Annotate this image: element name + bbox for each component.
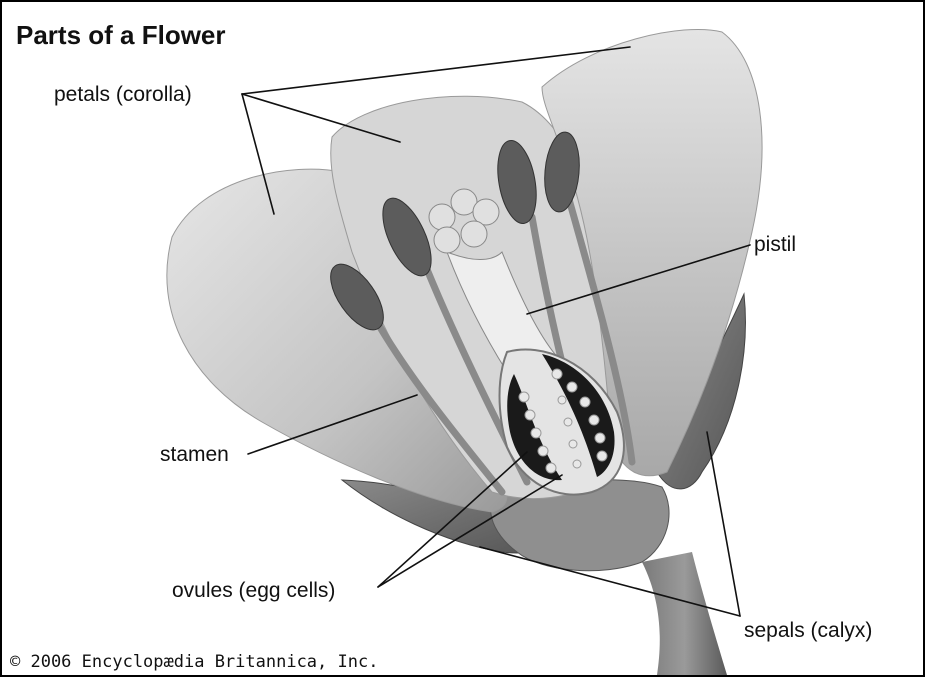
- label-pistil: pistil: [754, 234, 796, 255]
- label-stamen: stamen: [160, 444, 229, 465]
- copyright-credit: © 2006 Encyclopædia Britannica, Inc.: [10, 654, 378, 671]
- stem: [642, 552, 727, 675]
- label-petals: petals (corolla): [54, 84, 192, 105]
- label-ovules: ovules (egg cells): [172, 580, 335, 601]
- diagram-title: Parts of a Flower: [16, 22, 226, 48]
- label-sepals: sepals (calyx): [744, 620, 872, 641]
